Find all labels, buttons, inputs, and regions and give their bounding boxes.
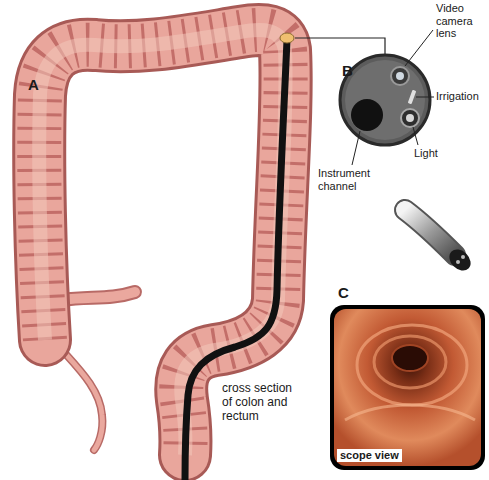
part-label: Irrigation [436, 90, 486, 103]
panel-letter: A [28, 76, 48, 93]
scope-tip-drawing [405, 210, 475, 275]
part-label: Video camera lens [436, 2, 486, 40]
panel-letter: B [342, 62, 362, 79]
panel-letter: C [338, 284, 358, 301]
scope-view-photo [330, 305, 485, 470]
photo-caption: scope view [337, 449, 402, 462]
scope-face-inset [340, 30, 434, 165]
figure-caption: cross section of colon and rectum [222, 382, 304, 423]
leader-line [295, 38, 385, 54]
ileum-and-appendix [62, 292, 135, 450]
part-label: Instrument channel [318, 167, 388, 192]
part-label: Light [414, 147, 464, 160]
